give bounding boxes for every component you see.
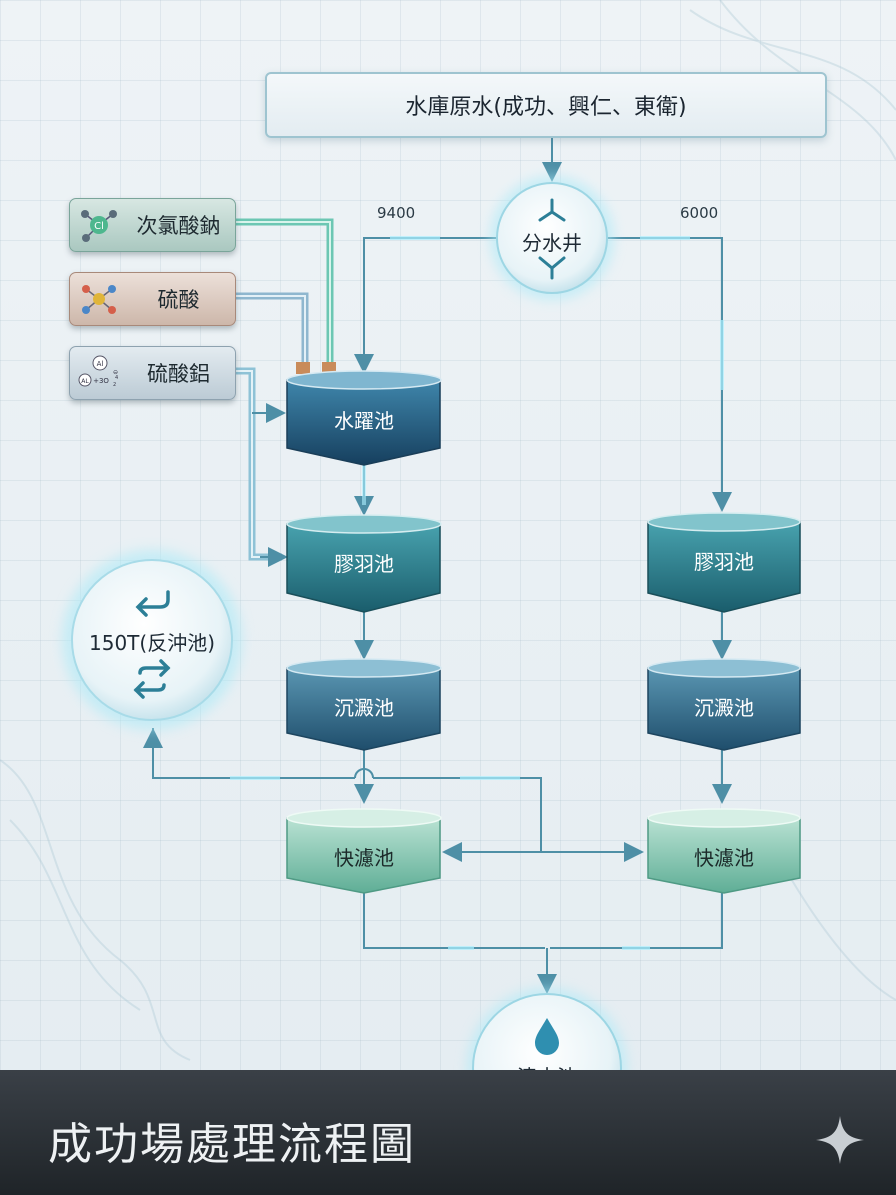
rapid-mix-label: 水躍池: [334, 409, 394, 433]
source-label: 水庫原水(成功、興仁、東衛): [405, 95, 687, 120]
tank-floc-left: [286, 514, 442, 613]
page-title: 成功場處理流程圖: [48, 1119, 416, 1170]
chemical-label: 硫酸鋁: [147, 362, 210, 386]
split-well: [490, 176, 614, 300]
tank-floc-right: [647, 512, 801, 613]
backwash-tank: [62, 550, 242, 730]
tank-sed-left: [286, 658, 442, 751]
right-flow-label: 6000: [680, 204, 719, 222]
tank-rapid-mix: [286, 370, 442, 466]
raw-water-source: 水庫原水(成功、興仁、東衛): [265, 72, 827, 138]
filter-left-label: 快濾池: [334, 846, 394, 870]
split-arrows-icon: [538, 198, 566, 280]
tank-filter-left: [286, 808, 442, 894]
svg-text:Al: Al: [97, 360, 104, 368]
split-well-label: 分水井: [522, 231, 582, 255]
chemical-sulfuric-acid: 硫酸: [69, 272, 236, 326]
sparkle-icon: [816, 1116, 864, 1164]
filter-right-label: 快濾池: [694, 846, 754, 870]
floc-left-label: 膠羽池: [334, 552, 394, 576]
backwash-arrows-icon: [133, 590, 171, 699]
water-drop-icon: [535, 1018, 559, 1055]
tank-sed-right: [647, 658, 801, 751]
chlorine-molecule-icon: Cl: [81, 210, 117, 242]
svg-text:+3O: +3O: [93, 377, 109, 385]
floc-right-label: 膠羽池: [694, 550, 754, 574]
chemical-label: 硫酸: [157, 288, 200, 312]
svg-text:AL: AL: [81, 378, 89, 385]
title-bar: [0, 1070, 896, 1195]
sulfuric-molecule-icon: [82, 285, 116, 314]
sed-left-label: 沉澱池: [334, 696, 394, 720]
aluminum-sulfate-icon: Al AL +3O 2 4 ⊖: [78, 355, 118, 388]
svg-text:2: 2: [113, 382, 116, 388]
chemical-aluminum-sulfate: Al AL +3O 2 4 ⊖ 硫酸鋁: [69, 346, 236, 400]
sed-right-label: 沉澱池: [694, 696, 754, 720]
svg-text:4: 4: [115, 375, 118, 381]
left-flow-label: 9400: [377, 204, 416, 222]
tank-filter-right: [647, 808, 801, 894]
chemical-label: 次氯酸鈉: [136, 214, 221, 238]
svg-text:⊖: ⊖: [113, 369, 118, 376]
chemical-naocl: Cl 次氯酸鈉: [69, 198, 236, 252]
title-bar-notch: [440, 1055, 660, 1115]
backwash-label: 150T(反沖池): [89, 631, 215, 655]
svg-text:Cl: Cl: [94, 221, 104, 232]
